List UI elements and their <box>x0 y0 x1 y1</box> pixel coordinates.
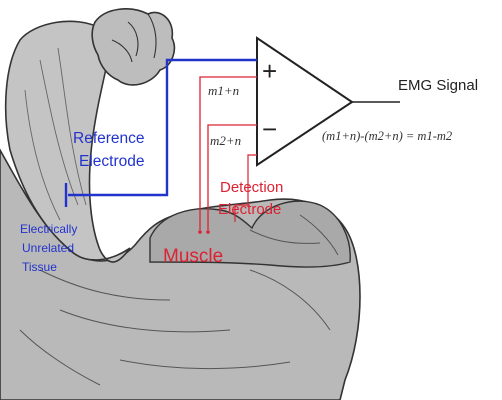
arm-detail-lines <box>19 269 331 386</box>
output-equation: (m1+n)-(m2+n) = m1-m2 <box>322 129 452 143</box>
finger-lines <box>111 13 157 63</box>
tissue-label-line3: Tissue <box>22 260 57 274</box>
detection-wire-1 <box>199 76 257 230</box>
tissue-label-line2: Unrelated <box>22 241 74 255</box>
detection-electrode-wires <box>198 76 257 234</box>
amplifier-triangle <box>256 36 354 167</box>
minus-sign: − <box>262 114 277 144</box>
emg-signal-label: EMG Signal <box>398 77 478 94</box>
detection-label-line1: Detection <box>220 179 283 196</box>
differential-amplifier: + − <box>256 36 400 167</box>
reference-label-line1: Reference <box>73 130 145 147</box>
forearm-shading <box>24 47 87 221</box>
reference-label-line2: Electrode <box>79 153 144 170</box>
detection-wire-2 <box>207 124 257 230</box>
detection-wire-3 <box>234 154 257 222</box>
reference-wire <box>68 58 257 197</box>
input-1-label: m1+n <box>208 83 239 98</box>
muscle-label: Muscle <box>163 246 223 267</box>
detection-label-line2: Electrode <box>218 201 281 218</box>
flexed-arm-illustration <box>0 8 361 400</box>
tissue-label-line1: Electrically <box>20 222 77 236</box>
electrode-contact-1 <box>198 230 202 234</box>
input-2-label: m2+n <box>210 133 241 148</box>
reference-electrode-wire <box>64 58 257 207</box>
plus-sign: + <box>262 56 277 86</box>
electrode-contact-2 <box>206 230 210 234</box>
bicep-detail-lines <box>249 214 339 256</box>
